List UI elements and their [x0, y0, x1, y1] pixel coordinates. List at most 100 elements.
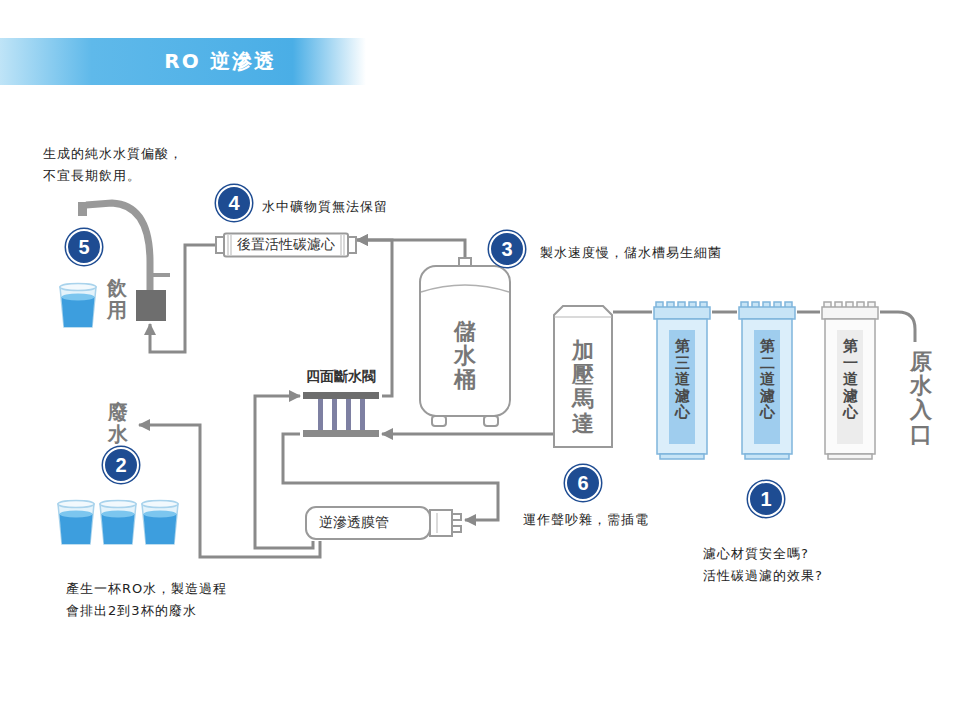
warning-note: 製水速度慢，儲水槽易生細菌	[540, 242, 722, 264]
raw-water-pipe	[880, 312, 915, 342]
pipe-connector	[357, 240, 465, 258]
part-name: 第三道濾心	[675, 338, 690, 421]
warning-note: 濾心材質安全嗎? 活性碳過濾的效果?	[703, 543, 903, 587]
callout-number: 2	[115, 455, 126, 475]
part-name: 四面斷水閥	[306, 368, 376, 386]
filter-housing-part	[654, 307, 710, 319]
callout-number: 6	[577, 473, 588, 493]
part-name: 儲水桶	[454, 320, 476, 393]
callout-circle: 4	[216, 185, 252, 221]
part-name: 第二道濾心	[760, 338, 775, 421]
shutoff-valve-part	[332, 399, 337, 430]
part-name: 第一道濾心	[843, 338, 858, 421]
warning-note: 水中礦物質無法保留	[262, 196, 388, 218]
glass-outline	[142, 504, 178, 544]
title: RO 逆滲透	[90, 48, 275, 75]
pipe-connector	[712, 311, 737, 314]
callout-circle: 6	[565, 465, 601, 501]
post-carbon-filter-part	[224, 234, 348, 257]
glass-water	[62, 297, 95, 327]
shutoff-valve: 四面斷水閥	[300, 368, 382, 442]
callout-circle: 5	[66, 229, 102, 265]
filter-housing-part	[742, 319, 792, 454]
glass-outline	[60, 287, 96, 327]
callout-number: 1	[760, 489, 771, 509]
waste-pipe	[139, 425, 320, 557]
filter-housing-part	[837, 330, 863, 444]
warning-note: 運作聲吵雜，需插電	[523, 509, 649, 531]
part-name: 逆滲透膜管	[319, 514, 389, 532]
water-surface	[60, 511, 93, 518]
ro-membrane-part	[437, 513, 438, 533]
ro-membrane: 逆滲透膜管	[305, 505, 465, 541]
glass-water	[60, 514, 93, 544]
storage-tank-part	[420, 266, 510, 416]
booster-pump: 加壓馬達	[553, 305, 613, 448]
glass-rim	[58, 501, 94, 508]
pipe-connector	[255, 396, 313, 548]
callout-number: 3	[501, 239, 512, 259]
title-band: RO 逆滲透	[0, 38, 366, 85]
glass-outline	[58, 504, 94, 544]
glass-rim	[60, 284, 96, 291]
glass-water	[144, 514, 177, 544]
outlet-label: 飲用	[107, 277, 127, 321]
shutoff-valve-part	[318, 399, 323, 430]
storage-tank-part	[421, 285, 509, 292]
warning-note: 生成的純水水質偏酸， 不宜長期飲用。	[43, 143, 213, 187]
filter-housing-part	[745, 454, 789, 459]
inlet-label: 原水入口	[910, 350, 932, 447]
warning-note: 產生一杯RO水，製造過程 會排出2到3杯的廢水	[66, 578, 256, 622]
faucet-nozzle	[78, 202, 87, 216]
glass-water	[102, 514, 135, 544]
post-carbon-filter-part	[228, 235, 344, 255]
filter-housing-part	[825, 319, 875, 454]
filter-housing: 第一道濾心	[820, 302, 880, 460]
filter-housing-part	[657, 319, 707, 454]
callout-number: 4	[228, 193, 239, 213]
storage-tank-part	[432, 416, 446, 426]
filter-housing: 第三道濾心	[652, 302, 712, 460]
filter-housing-part	[822, 307, 878, 319]
ro-membrane-part	[452, 514, 461, 520]
callout-circle: 1	[748, 481, 784, 517]
glass-rim	[100, 501, 136, 508]
shutoff-valve-part	[346, 399, 351, 430]
filter-housing-part	[660, 454, 704, 459]
post-carbon-filter: 後置活性碳濾心	[215, 232, 357, 258]
water-surface	[62, 294, 95, 301]
water-glass	[100, 501, 136, 545]
post-carbon-filter-part	[348, 237, 356, 253]
part-name: 後置活性碳濾心	[237, 236, 335, 254]
filter-housing: 第二道濾心	[737, 302, 797, 460]
faucet-body	[136, 290, 166, 321]
glass-rim	[142, 501, 178, 508]
filter-housing-part	[754, 330, 780, 444]
booster-pump-part	[554, 306, 612, 447]
pipe-connector	[382, 433, 553, 436]
shutoff-valve-part	[360, 399, 365, 430]
storage-tank-part	[484, 416, 498, 426]
drinking-pipe	[150, 245, 215, 352]
callout-circle: 2	[103, 447, 139, 483]
filter-housing-part	[828, 454, 872, 459]
water-glass	[58, 501, 94, 545]
filter-housing-part	[669, 330, 695, 444]
ro-membrane-part	[306, 507, 430, 539]
water-surface	[102, 511, 135, 518]
callout-circle: 3	[489, 231, 525, 267]
filter-housing-part	[739, 307, 795, 319]
part-name: 加壓馬達	[572, 339, 594, 436]
booster-pump-part	[554, 317, 612, 318]
shutoff-valve-part	[303, 430, 379, 437]
shutoff-valve-part	[303, 392, 379, 399]
callout-number: 5	[78, 237, 89, 257]
pipe-connector	[613, 311, 652, 314]
ro-membrane-part	[452, 526, 461, 532]
water-glass	[60, 284, 96, 328]
storage-tank: 儲水桶	[418, 258, 512, 428]
outlet-label: 廢水	[108, 401, 128, 445]
water-glass	[142, 501, 178, 545]
glass-outline	[100, 504, 136, 544]
ro-membrane-part	[430, 510, 452, 536]
